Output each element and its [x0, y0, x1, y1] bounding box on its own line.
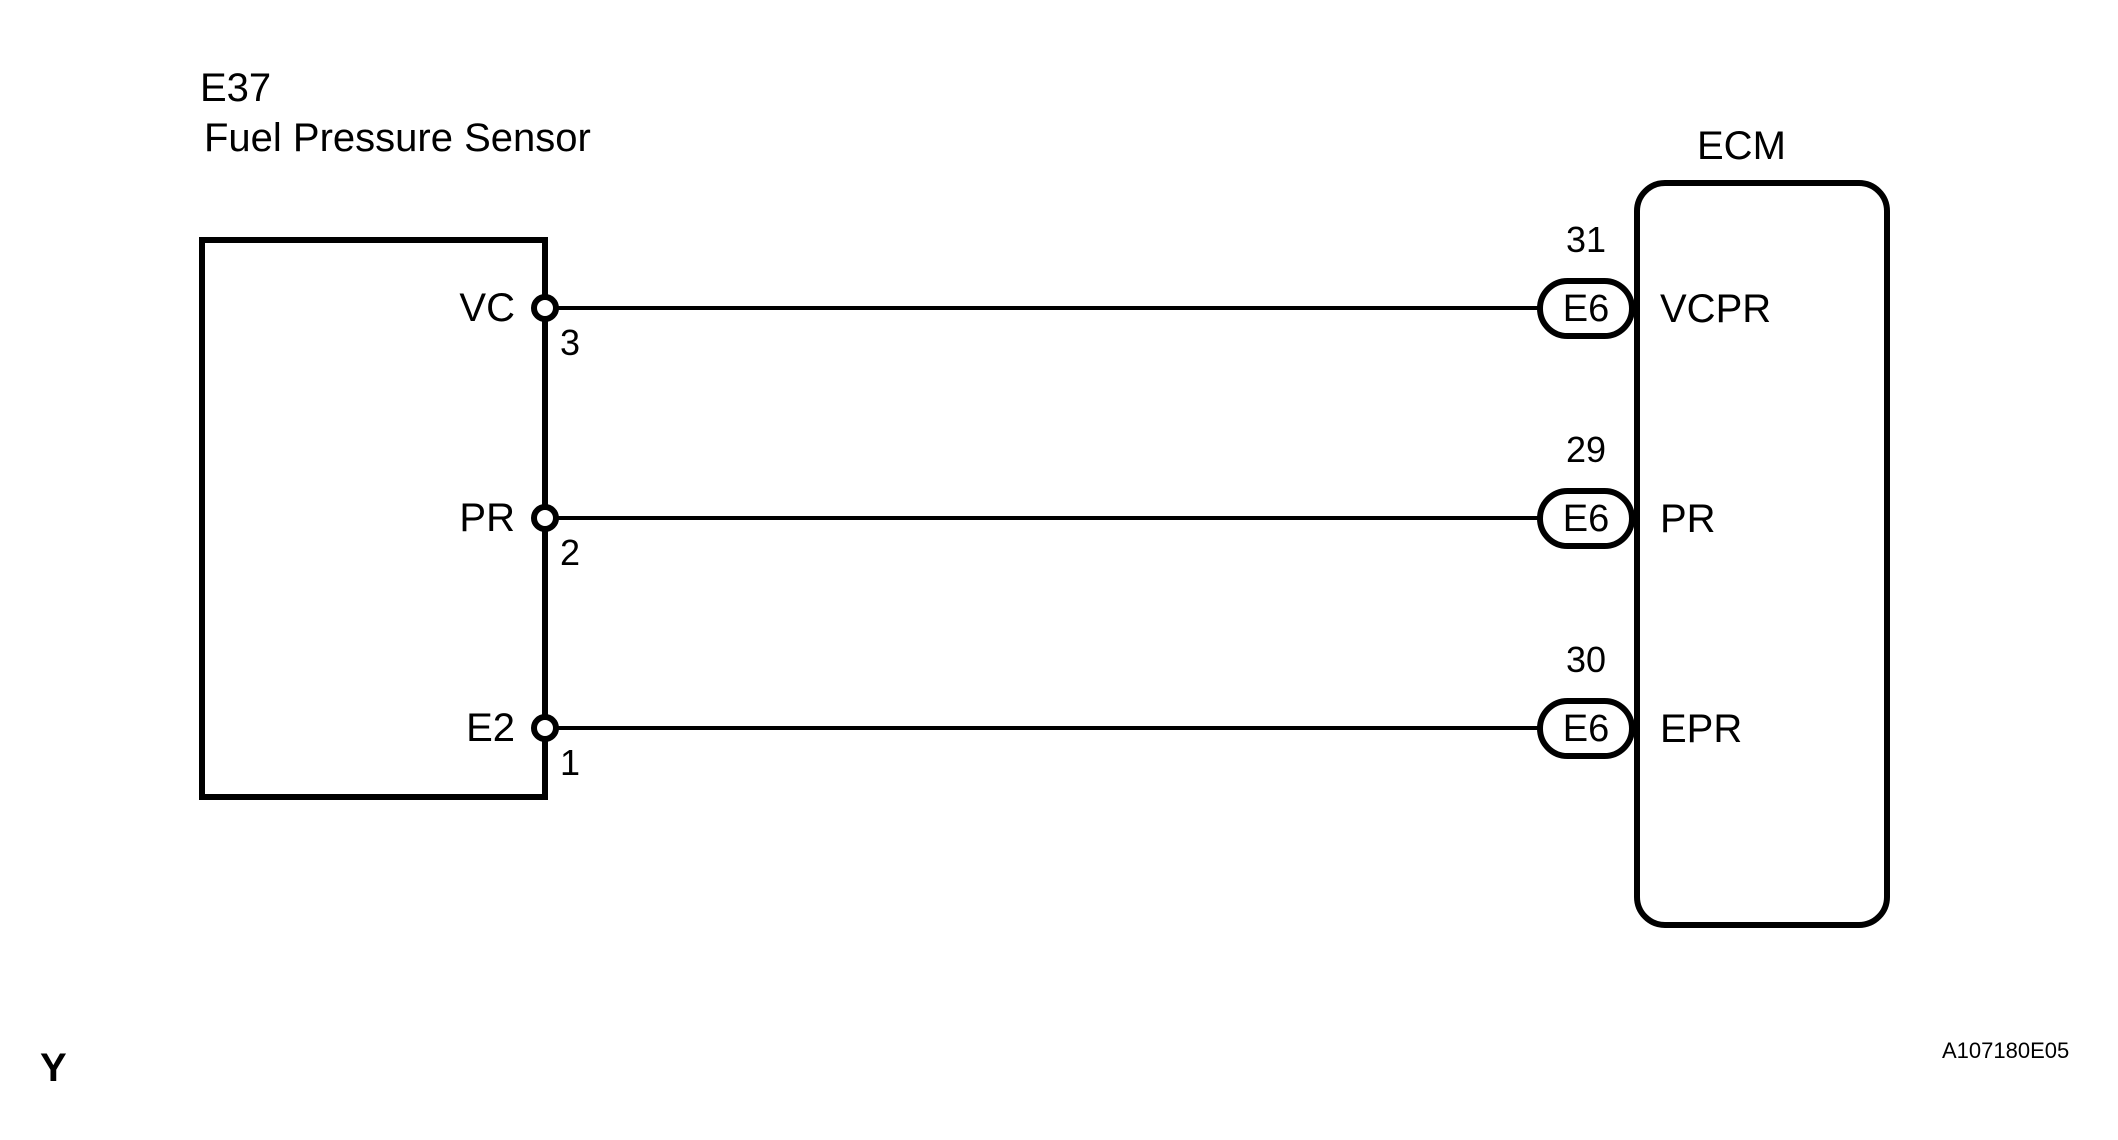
terminal-label-e2: E2	[466, 706, 515, 750]
terminal-pin-vc: 3	[560, 322, 581, 363]
ecm-pin-number-30: 30	[1565, 639, 1607, 680]
wire-color-mark: Y	[40, 1046, 67, 1090]
sensor-name-label: Fuel Pressure Sensor	[204, 116, 591, 160]
ecm-connector-id-29: E6	[1562, 498, 1610, 540]
terminal-label-vc: VC	[459, 286, 515, 330]
ecm-connector-id-30: E6	[1562, 708, 1610, 750]
ecm-connector-pill-29	[1537, 488, 1635, 549]
ecm-connector-pill-30	[1537, 698, 1635, 759]
ecm-signal-epr: EPR	[1660, 707, 1743, 751]
ecm-signal-pr: PR	[1660, 497, 1716, 541]
ecm-title-label: ECM	[1697, 124, 1786, 168]
ecm-pin-number-29: 29	[1565, 429, 1607, 470]
terminal-pin-e2: 1	[560, 742, 581, 783]
ecm-signal-vcpr: VCPR	[1660, 287, 1772, 331]
sensor-code-label: E37	[200, 66, 272, 110]
terminal-circle-pr	[531, 504, 559, 532]
reference-code-label: A107180E05	[1942, 1038, 2070, 1063]
ecm-box	[1634, 180, 1890, 928]
ecm-connector-id-31: E6	[1562, 288, 1610, 330]
terminal-circle-e2	[531, 714, 559, 742]
ecm-connector-pill-31	[1537, 278, 1635, 339]
terminal-label-pr: PR	[459, 496, 515, 540]
terminal-circle-vc	[531, 294, 559, 322]
terminal-pin-pr: 2	[560, 532, 581, 573]
ecm-pin-number-31: 31	[1565, 219, 1607, 260]
